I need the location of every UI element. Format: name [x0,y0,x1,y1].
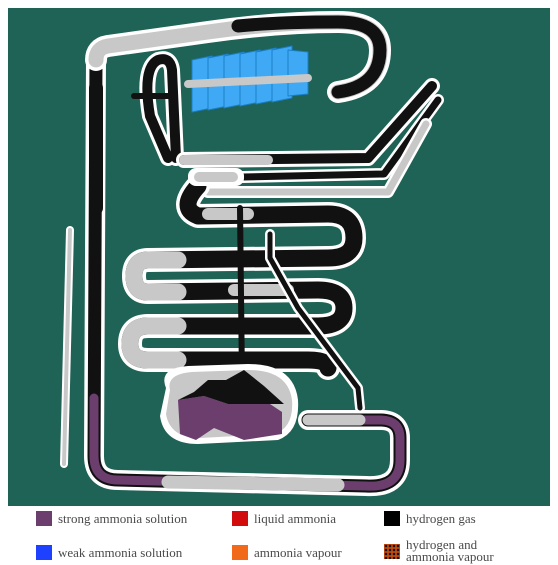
weak-ammonia-solution-swatch [36,545,52,560]
outer-pipe-light-segment [168,482,338,485]
legend-hydrogen-gas: hydrogen gas [384,511,476,526]
hydrogen-and-ammonia-vapour-swatch [384,544,400,559]
legend-hydrogen-and-ammonia-vapour: hydrogen and ammonia vapour [384,539,494,563]
legend-label: ammonia vapour [254,546,342,559]
legend-label: strong ammonia solution [58,512,187,525]
legend-label: weak ammonia solution [58,546,182,559]
generator-junction [188,168,244,186]
legend-strong-ammonia-solution: strong ammonia solution [36,511,187,526]
refrigerator-diagram-panel [8,8,550,506]
hydrogen-gas-swatch [384,511,400,526]
central-riser [240,208,242,380]
legend-label: liquid ammonia [254,512,336,525]
absorber-reservoir [160,364,298,444]
absorber-light-bend-2 [130,326,178,360]
ammonia-vapour-swatch [232,545,248,560]
level-tube [64,230,70,464]
legend-label-line2: ammonia vapour [406,551,494,563]
liquid-ammonia-swatch [232,511,248,526]
condenser-coil [147,59,176,158]
absorption-refrigerator-diagram [8,8,550,506]
legend-label: hydrogen gas [406,512,476,525]
legend: strong ammonia solution liquid ammonia h… [0,506,558,565]
legend-weak-ammonia-solution: weak ammonia solution [36,545,182,560]
strong-ammonia-solution-swatch [36,511,52,526]
legend-ammonia-vapour: ammonia vapour [232,545,342,560]
absorber-light-bend-1 [134,260,178,292]
legend-liquid-ammonia: liquid ammonia [232,511,336,526]
